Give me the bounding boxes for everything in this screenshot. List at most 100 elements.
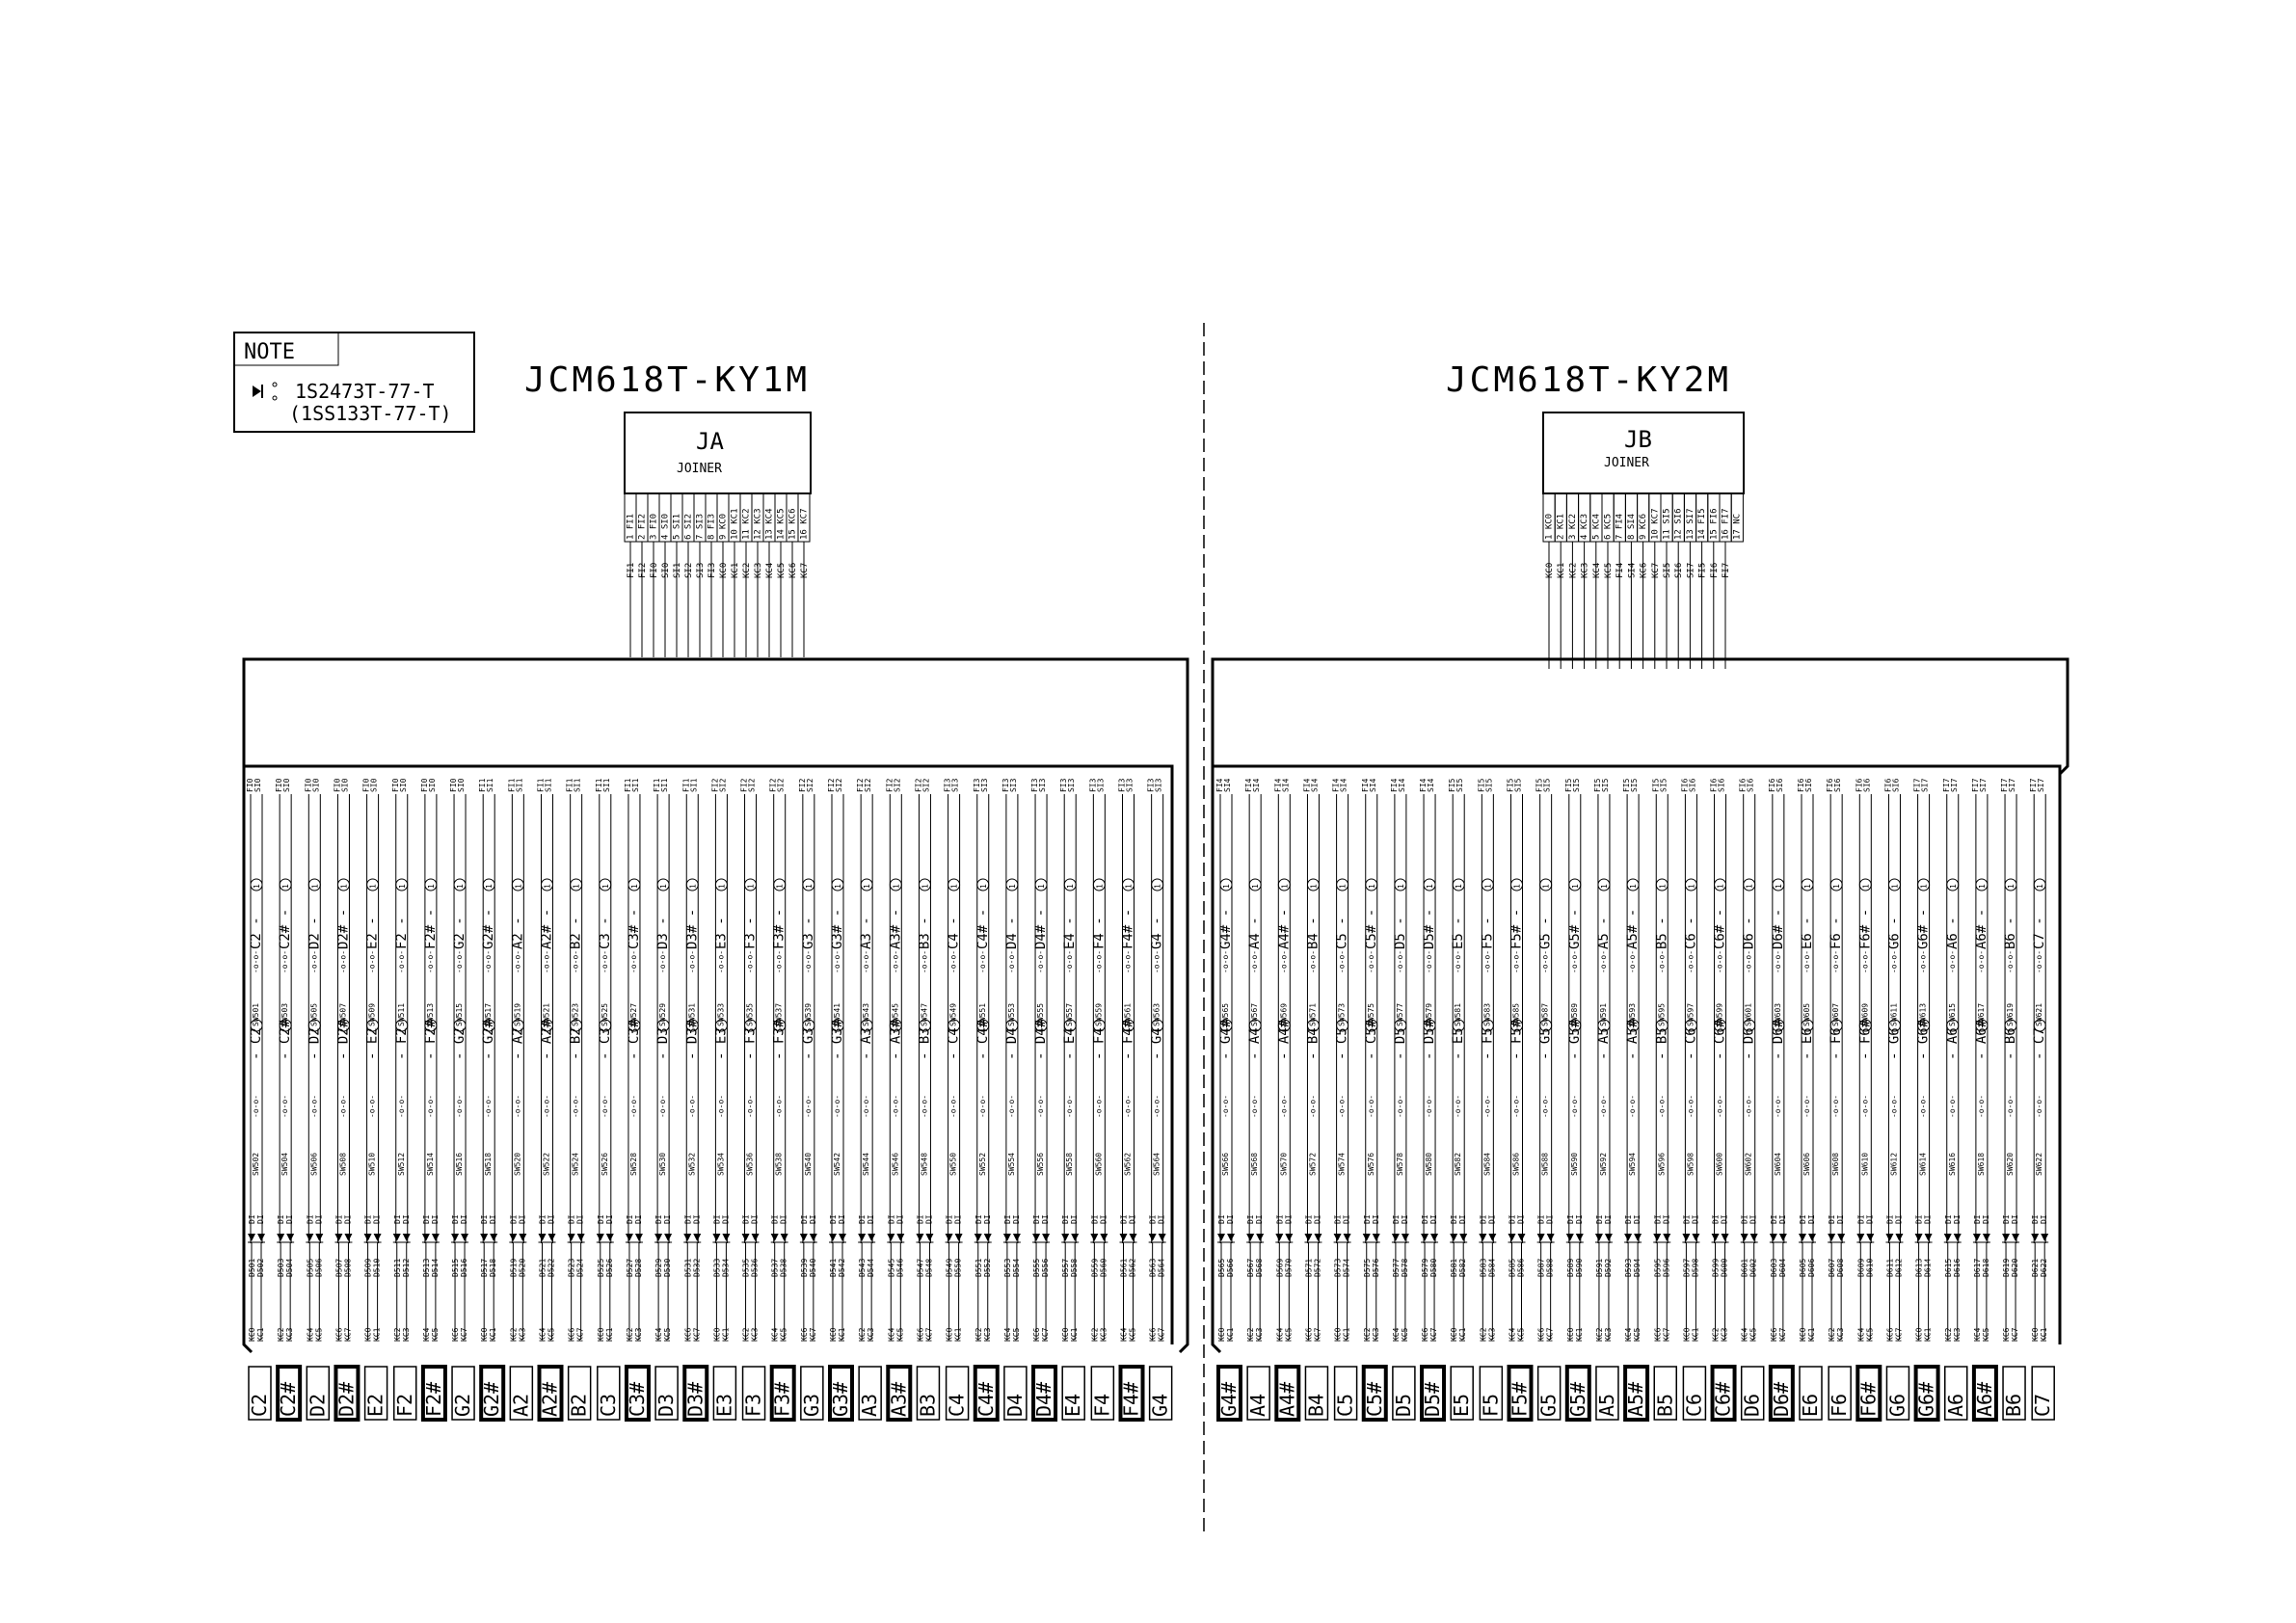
switch-symbol-lower: -o-o-	[1831, 1095, 1840, 1118]
di-label: DI	[518, 1214, 526, 1224]
diode-ref: D527	[626, 1259, 634, 1277]
switch-symbol-lower: -o-o-	[1774, 1095, 1782, 1118]
switch-index-1	[1829, 878, 1843, 891]
diode-ref: D608	[1836, 1259, 1845, 1277]
di-label: DI	[1982, 1214, 1990, 1224]
switch-symbol: -o-o-	[1628, 950, 1637, 973]
diode-icon	[1943, 1234, 1952, 1241]
diode-icon	[1914, 1234, 1923, 1241]
key-name-label: G2#	[480, 1382, 503, 1417]
switch-index-2	[656, 1019, 670, 1032]
column-si-label: SI2	[718, 778, 727, 792]
diode-ref: D551	[974, 1259, 983, 1277]
diode-icon	[722, 1234, 731, 1241]
switch-label-lower: SW576	[1367, 1153, 1375, 1176]
column-fi-label: FI4	[1273, 778, 1282, 792]
kc-label: KC3	[1604, 1327, 1613, 1342]
kc-label: KC5	[314, 1327, 323, 1342]
column-fi-label: FI6	[1768, 778, 1776, 792]
bundle-wire-label: KC2	[742, 563, 752, 578]
column-si-label: SI0	[428, 778, 437, 792]
joiner-pin-label: 11 KC2	[741, 508, 751, 540]
switch-label-lower: SW588	[1541, 1153, 1550, 1176]
switch-label: SW613	[1919, 1003, 1928, 1026]
bundle-wire-label: SI4	[1627, 563, 1637, 578]
diode-ref: D513	[422, 1259, 431, 1277]
key-name-label: E5	[1450, 1394, 1473, 1417]
di-label: DI	[1363, 1214, 1372, 1224]
switch-label: SW547	[920, 1003, 928, 1026]
column-fi-label: FI1	[566, 778, 574, 792]
switch-label: SW563	[1153, 1003, 1161, 1026]
switch-key-label: D2 -	[307, 917, 322, 949]
diode-ref: D566	[1226, 1259, 1235, 1277]
switch-label: SW509	[368, 1003, 377, 1026]
switch-label-lower: SW528	[629, 1153, 638, 1176]
diode-ref: D602	[1749, 1259, 1758, 1277]
switch-index-1-text: 1	[398, 884, 407, 889]
switch-symbol: -o-o-	[1657, 950, 1666, 973]
di-label: DI	[974, 1214, 983, 1224]
kc-label: KC7	[1041, 1327, 1050, 1342]
kc-label: KC6	[683, 1327, 692, 1342]
key-name-label: G6	[1885, 1394, 1909, 1417]
column-si-label: SI7	[1921, 778, 1930, 792]
di-label: DI	[1973, 1214, 1982, 1224]
kc-label: KC2	[1246, 1327, 1255, 1342]
switch-index-1-text: 1	[630, 884, 639, 889]
kc-label: KC2	[974, 1327, 983, 1342]
switch-symbol: -o-o-	[484, 950, 493, 973]
diode-ref: D595	[1653, 1259, 1662, 1277]
kc-label: KC7	[1429, 1327, 1438, 1342]
switch-index-1-text: 1	[1629, 884, 1638, 889]
column-si-label: SI1	[545, 778, 553, 792]
diode-icon	[1372, 1234, 1380, 1241]
key-name-box: F3	[742, 1366, 766, 1421]
switch-key-label: A5 -	[1596, 917, 1612, 949]
diode-ref: D622	[2040, 1259, 2048, 1277]
switch-symbol-lower: -o-o-	[1338, 1095, 1347, 1118]
di-label: DI	[1450, 1214, 1458, 1224]
switch-index-2	[2033, 1019, 2046, 1032]
switch-symbol: -o-o-	[658, 950, 667, 973]
switch-key-label-lower: - B6	[2003, 1027, 2018, 1060]
switch-index-2	[1772, 1019, 1785, 1032]
switch-symbol-lower: -o-o-	[601, 1095, 609, 1118]
key-name-box: G3#	[828, 1365, 854, 1422]
column-si-label: SI5	[1514, 778, 1523, 792]
key-name-frame	[276, 1365, 303, 1422]
switch-key-label: A4# -	[1276, 909, 1292, 949]
switch-label-lower: SW606	[1802, 1153, 1811, 1176]
switch-label: SW515	[455, 1003, 464, 1026]
switch-label-lower: SW550	[949, 1153, 958, 1176]
note-frame	[233, 332, 475, 433]
kc-label: KC2	[1944, 1327, 1953, 1342]
switch-index-1-text: 1	[950, 884, 959, 889]
kc-label: KC4	[422, 1327, 431, 1342]
switch-label-lower: SW532	[687, 1153, 696, 1176]
switch-index-2	[627, 1019, 641, 1032]
column-fi-label: FI2	[885, 778, 894, 792]
switch-key-label-lower: - B3	[917, 1027, 932, 1060]
kc-label: KC0	[712, 1327, 721, 1342]
diode-icon	[1663, 1234, 1671, 1241]
switch-symbol: -o-o-	[455, 950, 464, 973]
kc-label: KC7	[1158, 1327, 1166, 1342]
joiner-pin-label: 10 KC7	[1650, 508, 1660, 540]
bundle-wire-label: SI0	[661, 563, 671, 578]
switch-symbol: -o-o-	[1124, 950, 1133, 973]
column-si-label: SI3	[1067, 778, 1076, 792]
joiner-jb-label: JOINER	[1604, 456, 1649, 470]
key-name-label: F3	[742, 1394, 765, 1417]
switch-index-1	[1336, 878, 1349, 891]
switch-key-label-lower: - C6#	[1713, 1019, 1728, 1060]
switch-index-2	[1306, 1019, 1320, 1032]
